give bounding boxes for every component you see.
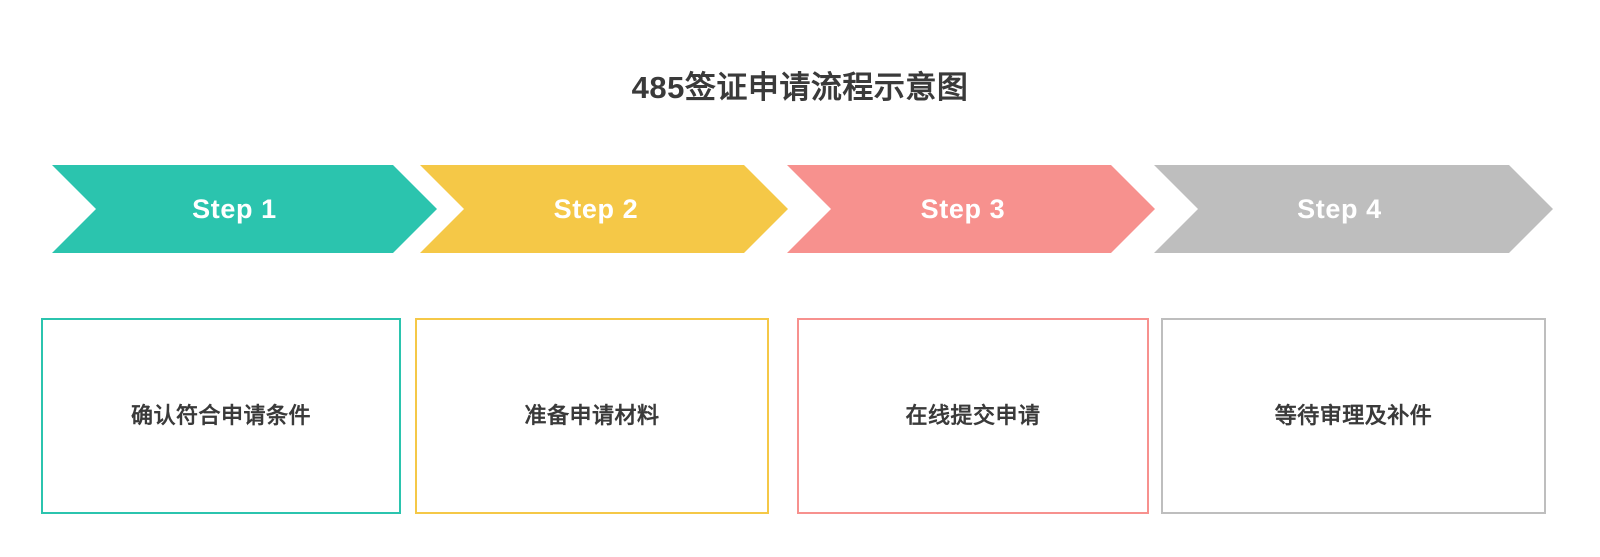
step-box-4[interactable]: 等待审理及补件: [1161, 318, 1546, 514]
step-arrow-4[interactable]: Step 4: [1154, 165, 1553, 253]
step-arrow-3-label: Step 3: [920, 194, 1006, 224]
step-box-3[interactable]: 在线提交申请: [797, 318, 1149, 514]
step-box-2[interactable]: 准备申请材料: [415, 318, 769, 514]
step-arrow-band: Step 1 Step 2 Step 3 Step 4: [0, 165, 1600, 253]
step-arrow-3[interactable]: Step 3: [787, 165, 1155, 253]
step-arrow-1-label: Step 1: [192, 194, 277, 224]
step-box-2-label: 准备申请材料: [524, 403, 660, 428]
step-box-1[interactable]: 确认符合申请条件: [41, 318, 401, 514]
step-box-3-label: 在线提交申请: [905, 403, 1041, 428]
step-arrow-2[interactable]: Step 2: [420, 165, 788, 253]
page-title: 485签证申请流程示意图: [631, 70, 969, 105]
step-box-1-label: 确认符合申请条件: [130, 403, 311, 428]
step-arrow-1[interactable]: Step 1: [52, 165, 437, 253]
step-box-row: 确认符合申请条件 准备申请材料 在线提交申请 等待审理及补件: [0, 318, 1600, 516]
step-arrow-2-label: Step 2: [553, 194, 639, 224]
step-box-4-label: 等待审理及补件: [1274, 403, 1433, 428]
step-arrow-4-label: Step 4: [1297, 194, 1382, 224]
